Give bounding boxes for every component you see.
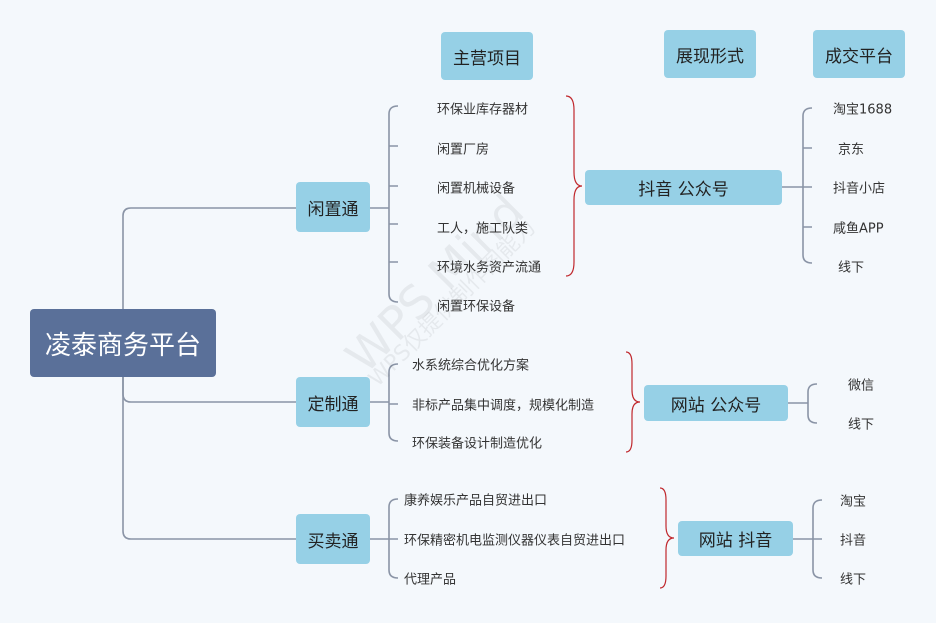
platform-node[interactable]: 线下 <box>840 572 867 588</box>
item-node[interactable]: 非标产品集中调度，规模化制造 <box>412 398 595 414</box>
display-node[interactable]: 网站 公众号 <box>644 385 788 421</box>
platform-node[interactable]: 淘宝 <box>840 494 867 510</box>
item-node[interactable]: 闲置环保设备 <box>437 299 516 315</box>
item-node[interactable]: 代理产品 <box>404 572 457 588</box>
item-node[interactable]: 闲置厂房 <box>437 142 490 158</box>
platform-node[interactable]: 淘宝1688 <box>833 102 893 118</box>
platform-node[interactable]: 抖音小店 <box>833 181 886 197</box>
header-display-form[interactable]: 展现形式 <box>664 30 756 78</box>
platform-node[interactable]: 抖音 <box>840 533 867 549</box>
root-node[interactable]: 凌泰商务平台 <box>30 309 216 377</box>
platform-node[interactable]: 线下 <box>848 417 875 433</box>
branch-node[interactable]: 买卖通 <box>296 514 370 564</box>
platform-node[interactable]: 京东 <box>838 142 865 158</box>
platform-node[interactable]: 微信 <box>848 378 875 394</box>
item-node[interactable]: 工人，施工队类 <box>437 221 529 237</box>
branch-node[interactable]: 定制通 <box>296 377 370 427</box>
item-node[interactable]: 水系统综合优化方案 <box>412 358 530 374</box>
item-node[interactable]: 环保业库存器材 <box>437 102 529 118</box>
header-deal-platform[interactable]: 成交平台 <box>813 30 905 78</box>
item-node[interactable]: 康养娱乐产品自贸进出口 <box>404 493 548 509</box>
header-main-business[interactable]: 主营项目 <box>441 32 533 80</box>
item-node[interactable]: 环境水务资产流通 <box>437 260 542 276</box>
display-node[interactable]: 抖音 公众号 <box>585 170 782 205</box>
display-node[interactable]: 网站 抖音 <box>678 521 793 556</box>
branch-node[interactable]: 闲置通 <box>296 182 370 232</box>
platform-node[interactable]: 咸鱼APP <box>833 221 884 237</box>
platform-node[interactable]: 线下 <box>838 260 865 276</box>
item-node[interactable]: 环保精密机电监测仪器仪表自贸进出口 <box>404 533 626 549</box>
item-node[interactable]: 环保装备设计制造优化 <box>412 436 543 452</box>
item-node[interactable]: 闲置机械设备 <box>437 181 516 197</box>
